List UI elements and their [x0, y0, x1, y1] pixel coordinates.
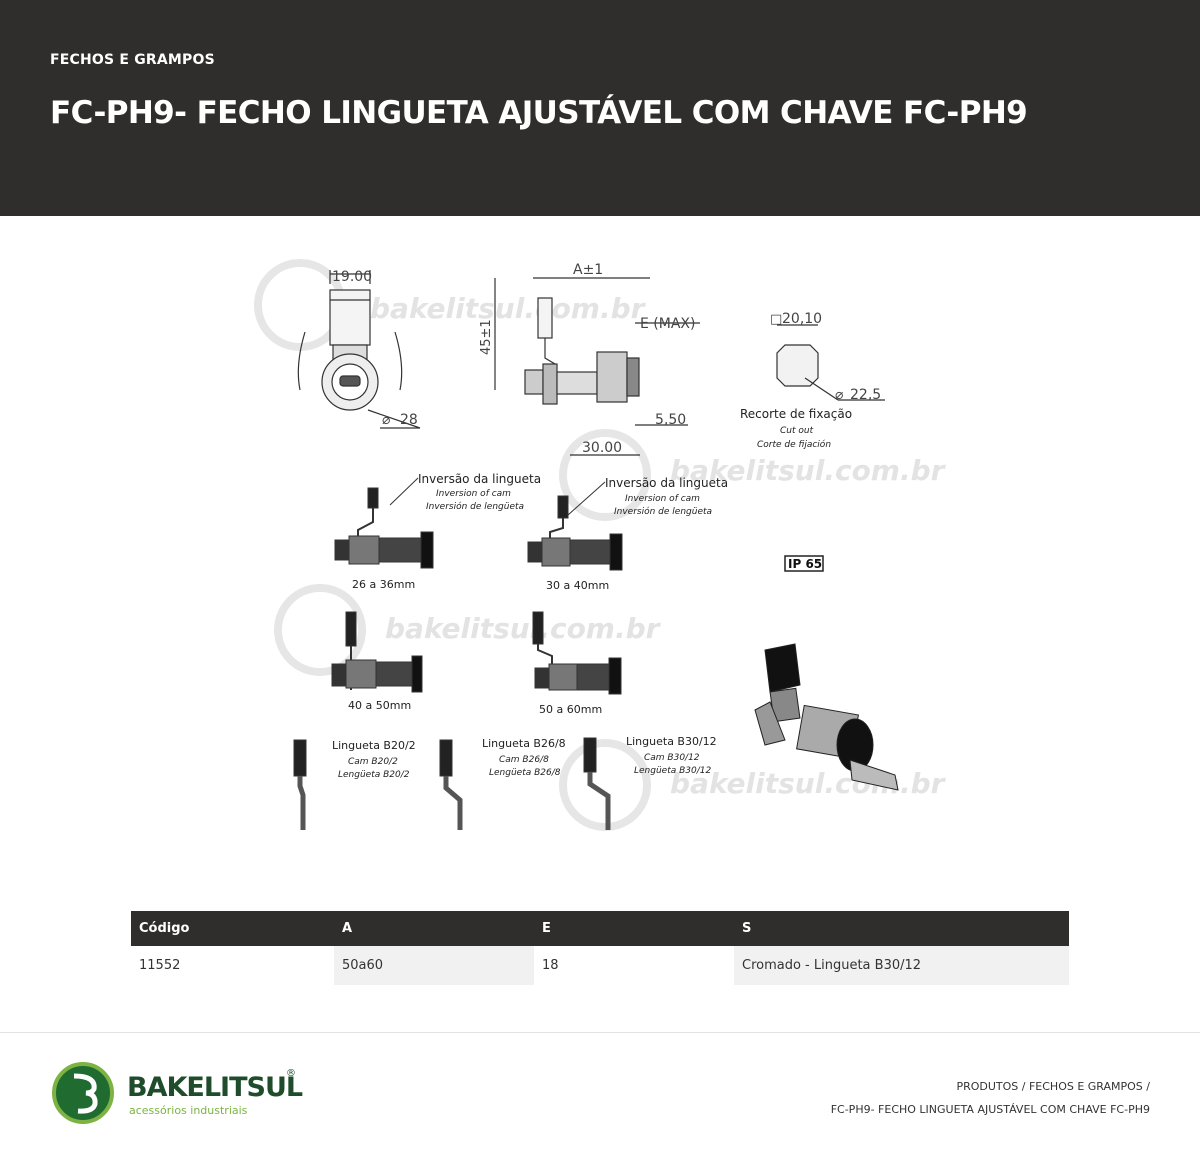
cell-s: Cromado - Lingueta B30/12: [734, 946, 1069, 985]
column-header-s: S: [734, 911, 1069, 946]
watermark-text: bakelitsul.com.br: [670, 454, 947, 487]
cam-label-es: Lengüeta B30/12: [634, 766, 711, 776]
cam-label-pt: Lingueta B30/12: [626, 735, 717, 748]
table-row: 11552 50a60 18 Cromado - Lingueta B30/12: [131, 946, 1069, 985]
ip-rating: IP 65: [788, 557, 822, 571]
dim-width: 19.00: [332, 269, 372, 285]
lock-variant-2: [527, 481, 623, 571]
technical-drawing: bakelitsul.com.br bakelitsul.com.br bake…: [254, 259, 947, 831]
column-header-a: A: [334, 911, 534, 946]
inversion-label-en: Inversion of cam: [436, 489, 511, 499]
dim-thread: 5,50: [655, 412, 686, 428]
column-header-e: E: [534, 911, 734, 946]
breadcrumb-current: FC-PH9- FECHO LINGUETA AJUSTÁVEL COM CHA…: [830, 1103, 1150, 1116]
spec-table: Código A E S 11552 50a60 18 Cromado - Li…: [131, 911, 1069, 985]
dim-diameter: 28: [400, 412, 418, 428]
footer-divider: [0, 1032, 1200, 1033]
breadcrumb-path[interactable]: PRODUTOS / FECHOS E GRAMPOS /: [956, 1080, 1150, 1093]
bakelitsul-logo[interactable]: BAKELITSUL ® acessórios industriais: [50, 1060, 310, 1126]
dim-length: 30.00: [582, 440, 622, 456]
cell-a: 50a60: [334, 946, 534, 985]
range-label-4: 50 a 60mm: [539, 703, 602, 716]
column-header-codigo: Código: [131, 911, 334, 946]
cutout-label-es: Corte de fijación: [757, 439, 831, 450]
inversion-label-pt: Inversão da lingueta: [418, 472, 541, 486]
table-header-row: Código A E S: [131, 911, 1069, 946]
side-view: [494, 277, 700, 456]
cell-e: 18: [542, 958, 559, 973]
logo-registered: ®: [286, 1068, 296, 1079]
range-label-3: 40 a 50mm: [348, 699, 411, 712]
dim-cutout-diameter: 22,5: [850, 387, 881, 403]
lock-variant-4: [532, 611, 622, 695]
lock-3d-render: [754, 643, 899, 791]
cam-label-es: Lengüeta B26/8: [489, 768, 561, 778]
front-view: [297, 270, 421, 429]
inversion-label-es: Inversión de lengüeta: [614, 506, 712, 517]
watermark-text: bakelitsul.com.br: [385, 612, 662, 645]
cam-label-en: Cam B26/8: [499, 755, 549, 765]
logo-tagline: acessórios industriais: [129, 1104, 248, 1117]
cam-label-pt: Lingueta B26/8: [482, 737, 566, 750]
page-title: FC-PH9- FECHO LINGUETA AJUSTÁVEL COM CHA…: [50, 95, 1028, 131]
dim-square: 20,10: [782, 311, 822, 327]
svg-text:⌀: ⌀: [835, 387, 844, 403]
inversion-label-en: Inversion of cam: [625, 494, 700, 504]
cam-label-es: Lengüeta B20/2: [338, 770, 410, 780]
cam-b30-12: [583, 737, 611, 830]
watermark-text: bakelitsul.com.br: [370, 292, 647, 325]
watermarks: bakelitsul.com.br bakelitsul.com.br bake…: [254, 259, 947, 831]
cutout-label-en: Cut out: [780, 426, 814, 436]
ip-badge: IP 65: [784, 555, 824, 572]
cam-label-pt: Lingueta B20/2: [332, 739, 416, 752]
cell-codigo: 11552: [139, 958, 181, 973]
range-label-1: 26 a 36mm: [352, 578, 415, 591]
lock-variant-1: [334, 477, 434, 569]
cam-b26-8: [439, 739, 463, 830]
cutout-label-pt: Recorte de fixação: [740, 407, 852, 421]
inversion-label-pt: Inversão da lingueta: [605, 476, 728, 490]
svg-text:□: □: [770, 312, 782, 327]
lock-variant-3: [331, 611, 423, 693]
dim-height: 45±1: [479, 319, 494, 355]
cam-label-en: Cam B20/2: [348, 757, 398, 767]
inversion-label-es: Inversión de lengüeta: [426, 501, 524, 512]
cutout-view: [776, 324, 885, 401]
dim-a: A±1: [573, 262, 603, 278]
page-header: FECHOS E GRAMPOS FC-PH9- FECHO LINGUETA …: [0, 0, 1200, 216]
category-label[interactable]: FECHOS E GRAMPOS: [50, 52, 215, 68]
cam-b20-2: [293, 739, 307, 830]
logo-text: BAKELITSUL: [127, 1072, 303, 1103]
dim-e: E (MAX): [640, 316, 695, 332]
svg-text:⌀: ⌀: [382, 412, 391, 428]
cam-label-en: Cam B30/12: [644, 753, 700, 763]
watermark-text: bakelitsul.com.br: [670, 767, 947, 800]
breadcrumb: PRODUTOS / FECHOS E GRAMPOS / FC-PH9- FE…: [831, 1075, 1150, 1121]
range-label-2: 30 a 40mm: [546, 579, 609, 592]
